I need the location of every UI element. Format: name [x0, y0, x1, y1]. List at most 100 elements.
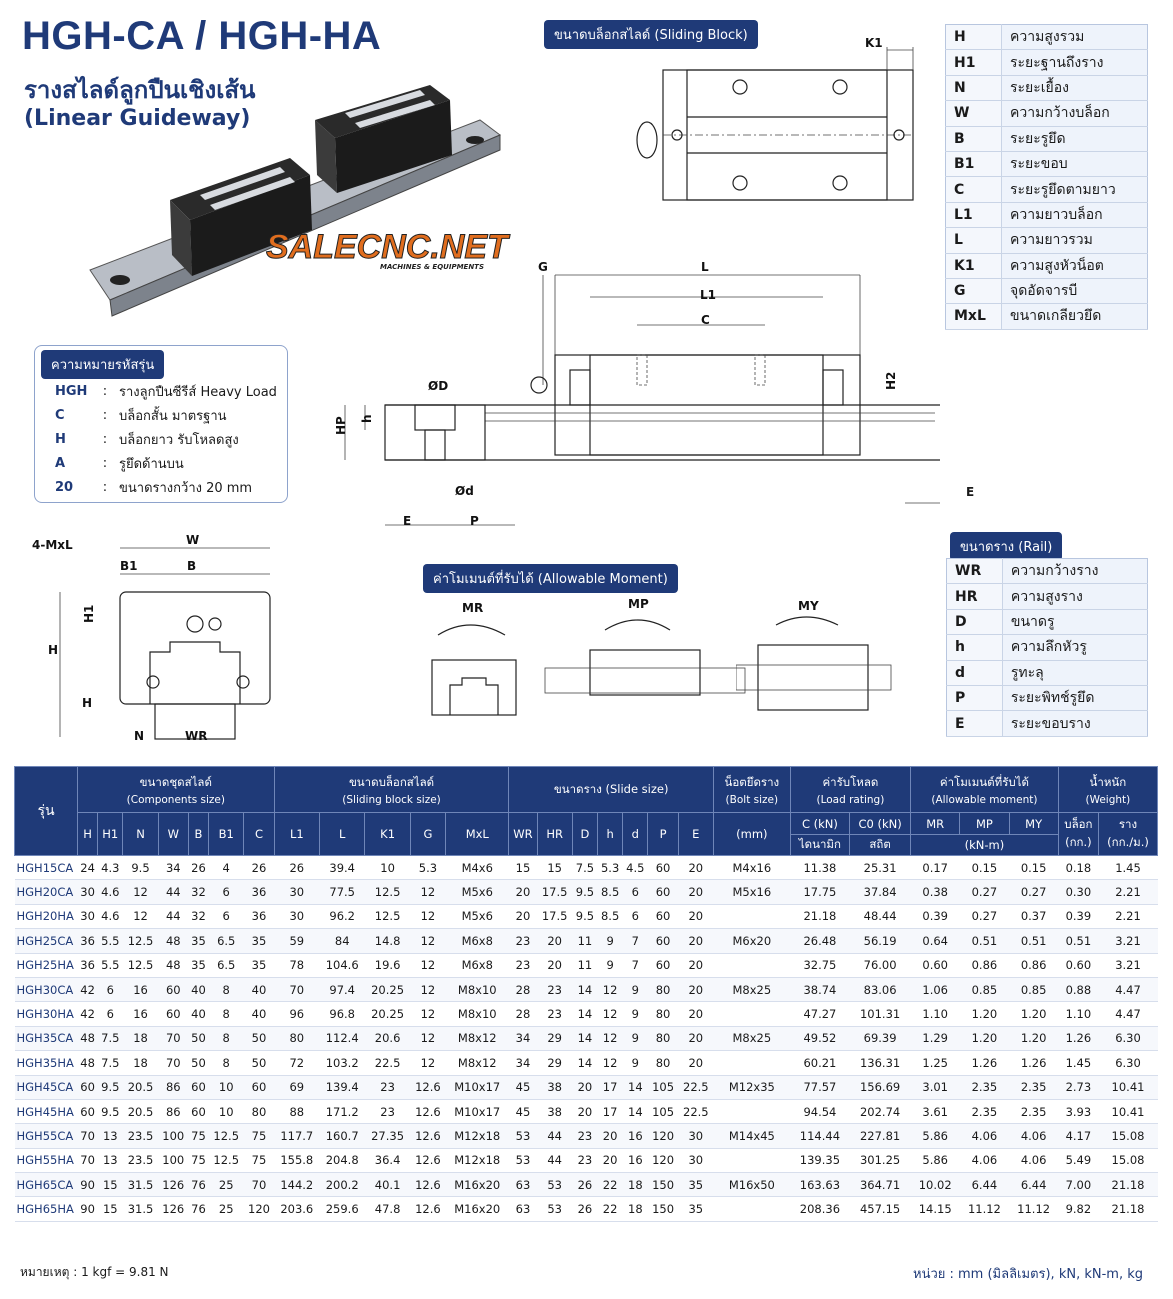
value-cell: 2.35: [1009, 1099, 1059, 1125]
code-value: ขนาดรางกว้าง 20 mm: [119, 480, 253, 496]
value-cell: 100: [158, 1148, 189, 1174]
sliding-block-label: ขนาดบล็อกสไลด์ (Sliding Block): [544, 20, 758, 49]
footer-units: หน่วย : mm (มิลลิเมตร), kN, kN-m, kg: [913, 1267, 1143, 1282]
value-cell: 25: [208, 1172, 244, 1198]
value-cell: M8x12: [445, 1026, 509, 1052]
h-front-dim-label: H: [48, 643, 58, 657]
value-cell: 17: [597, 1075, 623, 1100]
rail-key: D: [946, 609, 1003, 636]
legend-value: ระยะขอบ: [1001, 151, 1148, 178]
value-cell: 27.35: [364, 1123, 411, 1149]
value-cell: [713, 1099, 791, 1125]
value-cell: 75: [243, 1123, 275, 1149]
value-cell: 0.27: [959, 904, 1010, 930]
value-cell: 50: [243, 1026, 275, 1052]
legend-value: ความสูงรวม: [1001, 24, 1148, 51]
weight-group-header: น้ำหนัก(Weight): [1057, 766, 1159, 813]
value-cell: 28: [508, 977, 538, 1003]
k1-dim-label: K1: [865, 36, 883, 50]
value-cell: 0.17: [910, 855, 960, 881]
value-cell: 30: [274, 879, 320, 905]
value-cell: 70: [158, 1026, 189, 1052]
value-cell: 60: [188, 1075, 209, 1100]
value-cell: 6: [97, 977, 123, 1003]
value-cell: 2.21: [1098, 904, 1158, 930]
spec-table: รุ่น ขนาดชุดสไลด์(Components size) ขนาดบ…: [14, 766, 1159, 1222]
value-cell: 204.8: [319, 1148, 365, 1174]
value-cell: 4.06: [1009, 1148, 1059, 1174]
value-cell: 34: [508, 1050, 538, 1076]
value-cell: 6: [622, 904, 648, 930]
value-cell: 48: [77, 1050, 98, 1076]
value-cell: 9.82: [1058, 1196, 1099, 1222]
value-cell: M16x20: [445, 1172, 509, 1198]
value-cell: 1.26: [1009, 1050, 1059, 1076]
value-cell: 53: [537, 1172, 573, 1198]
value-cell: 96: [274, 1001, 320, 1027]
column-header: WR: [508, 812, 538, 856]
value-cell: 30: [274, 904, 320, 930]
my-dim-label: MY: [798, 599, 819, 613]
value-cell: 15.08: [1098, 1123, 1158, 1149]
b-dim-label: B: [187, 559, 196, 573]
value-cell: 20: [678, 1026, 714, 1052]
rail-key: WR: [946, 558, 1003, 585]
p-dim-label: P: [470, 514, 479, 528]
value-cell: 75: [188, 1148, 209, 1174]
value-cell: 10.41: [1098, 1099, 1158, 1125]
value-cell: 53: [508, 1123, 538, 1149]
value-cell: 14: [622, 1075, 648, 1100]
h2-dim-label: H2: [884, 372, 898, 390]
value-cell: 4.17: [1058, 1123, 1099, 1149]
l1-dim-label: L1: [700, 288, 716, 302]
value-cell: 112.4: [319, 1026, 365, 1052]
weight-block-header: บล็อก(กก.): [1057, 812, 1100, 856]
value-cell: 80: [647, 1050, 679, 1076]
value-cell: 23.5: [122, 1148, 159, 1174]
column-header: L: [318, 812, 366, 856]
value-cell: 0.85: [959, 977, 1010, 1003]
value-cell: 0.38: [910, 879, 960, 905]
value-cell: 9: [622, 977, 648, 1003]
value-cell: 0.60: [910, 953, 960, 978]
value-cell: 80: [243, 1099, 275, 1125]
value-cell: 50: [188, 1050, 209, 1076]
value-cell: 26: [243, 855, 275, 881]
value-cell: 0.51: [1009, 928, 1059, 954]
rail-key: d: [946, 660, 1003, 686]
value-cell: 12.5: [122, 928, 159, 954]
value-cell: 114.44: [790, 1123, 850, 1149]
value-cell: 97.4: [319, 977, 365, 1003]
code-separator: :: [102, 455, 108, 471]
value-cell: 9.5: [97, 1075, 123, 1100]
value-cell: 60: [77, 1099, 98, 1125]
rail-key: E: [946, 710, 1003, 737]
value-cell: 9.5: [572, 879, 598, 905]
value-cell: M6x20: [713, 928, 791, 954]
column-header: C0 (kN): [849, 812, 912, 835]
value-cell: 20: [508, 879, 538, 905]
column-header: H: [76, 812, 99, 856]
code-key: A: [55, 455, 66, 471]
value-cell: 35: [678, 1172, 714, 1198]
value-cell: 5.86: [910, 1148, 960, 1174]
value-cell: 150: [647, 1196, 679, 1222]
value-cell: 10: [208, 1099, 244, 1125]
value-cell: 44: [537, 1148, 573, 1174]
value-cell: 44: [537, 1123, 573, 1149]
value-cell: 14: [572, 1050, 598, 1076]
legend-key: L1: [945, 202, 1002, 229]
value-cell: 35: [678, 1196, 714, 1222]
moment-group-header: ค่าโมเมนต์ที่รับได้(Allowable moment): [910, 766, 1059, 813]
column-header: d: [622, 812, 649, 856]
value-cell: M6x8: [445, 928, 509, 954]
value-cell: 21.18: [1098, 1172, 1158, 1198]
value-cell: 6.30: [1098, 1050, 1158, 1076]
weight-rail-header: ราง(กก./ม.): [1098, 812, 1158, 856]
